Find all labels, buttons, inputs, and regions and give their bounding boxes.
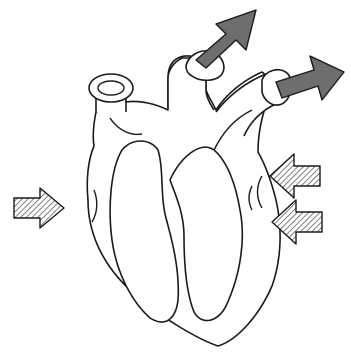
right-upper-inflow-arrow bbox=[270, 154, 320, 198]
vena-cava-vessel bbox=[89, 74, 133, 112]
aorta-outflow-arrow bbox=[196, 10, 256, 68]
left-inflow-arrow bbox=[14, 188, 64, 228]
